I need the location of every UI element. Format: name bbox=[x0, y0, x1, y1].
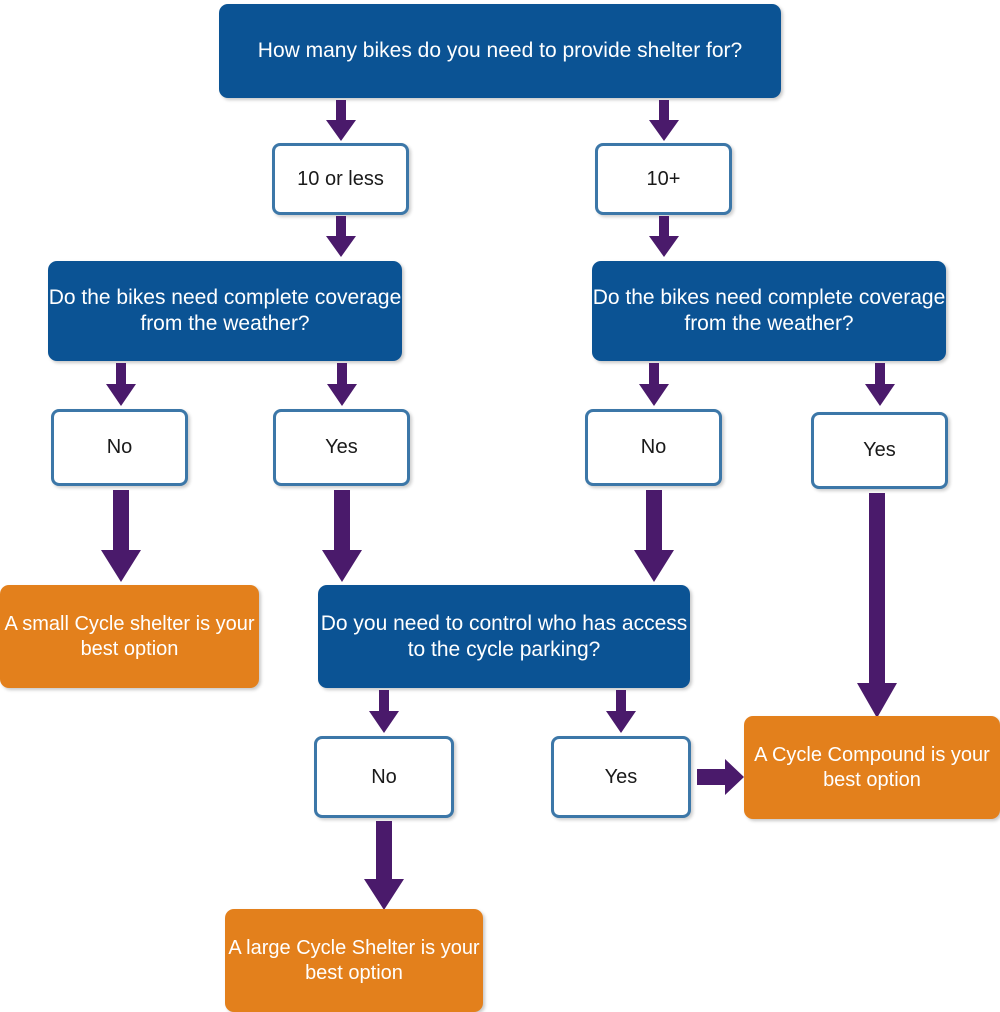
node-branch-right[interactable]: 10+ bbox=[595, 143, 732, 215]
node-start-question-label: How many bikes do you need to provide sh… bbox=[257, 39, 743, 63]
arrow-weather-right-to-no bbox=[638, 363, 670, 407]
node-outcome-small-shelter[interactable]: A small Cycle shelter is your best optio… bbox=[0, 585, 259, 688]
arrow-left-branch-to-weather bbox=[325, 216, 357, 258]
arrow-right-yes-to-compound bbox=[856, 493, 898, 719]
arrow-access-yes-to-compound bbox=[697, 758, 745, 796]
node-outcome-large-shelter[interactable]: A large Cycle Shelter is your best optio… bbox=[225, 909, 483, 1012]
node-right-no[interactable]: No bbox=[585, 409, 722, 486]
arrow-access-to-no bbox=[368, 690, 400, 734]
arrow-right-no-to-access-question bbox=[633, 490, 675, 583]
arrow-weather-left-to-yes bbox=[326, 363, 358, 407]
node-access-no[interactable]: No bbox=[314, 736, 454, 818]
node-left-yes-label: Yes bbox=[325, 436, 358, 459]
node-right-yes-label: Yes bbox=[863, 439, 896, 462]
node-access-question-label: Do you need to control who has access to… bbox=[320, 611, 688, 661]
node-access-yes-label: Yes bbox=[604, 765, 638, 788]
arrow-weather-right-to-yes bbox=[864, 363, 896, 407]
node-branch-left[interactable]: 10 or less bbox=[272, 143, 409, 215]
node-weather-question-left[interactable]: Do the bikes need complete coverage from… bbox=[48, 261, 402, 361]
node-left-no[interactable]: No bbox=[51, 409, 188, 486]
arrow-access-to-yes bbox=[605, 690, 637, 734]
node-outcome-large-shelter-label: A large Cycle Shelter is your best optio… bbox=[228, 937, 480, 984]
node-left-no-label: No bbox=[106, 436, 133, 459]
arrow-start-to-right-branch bbox=[648, 100, 680, 142]
arrow-access-no-to-large-shelter bbox=[363, 821, 405, 911]
node-weather-question-right-label: Do the bikes need complete coverage from… bbox=[592, 286, 946, 335]
node-access-yes[interactable]: Yes bbox=[551, 736, 691, 818]
node-start-question[interactable]: How many bikes do you need to provide sh… bbox=[219, 4, 781, 98]
node-weather-question-right[interactable]: Do the bikes need complete coverage from… bbox=[592, 261, 946, 361]
node-left-yes[interactable]: Yes bbox=[273, 409, 410, 486]
node-right-no-label: No bbox=[640, 436, 667, 459]
arrow-left-yes-to-access-question bbox=[321, 490, 363, 583]
arrow-start-to-left-branch bbox=[325, 100, 357, 142]
node-branch-right-label: 10+ bbox=[646, 167, 681, 190]
node-branch-left-label: 10 or less bbox=[297, 167, 384, 190]
node-weather-question-left-label: Do the bikes need complete coverage from… bbox=[48, 286, 402, 335]
node-access-question[interactable]: Do you need to control who has access to… bbox=[318, 585, 690, 688]
node-outcome-small-shelter-label: A small Cycle shelter is your best optio… bbox=[4, 613, 255, 660]
arrow-left-no-to-small-shelter bbox=[100, 490, 142, 583]
node-access-no-label: No bbox=[371, 765, 397, 788]
arrow-right-branch-to-weather bbox=[648, 216, 680, 258]
node-right-yes[interactable]: Yes bbox=[811, 412, 948, 489]
node-outcome-compound-label: A Cycle Compound is your best option bbox=[754, 744, 990, 791]
node-outcome-compound[interactable]: A Cycle Compound is your best option bbox=[744, 716, 1000, 819]
arrow-weather-left-to-no bbox=[105, 363, 137, 407]
